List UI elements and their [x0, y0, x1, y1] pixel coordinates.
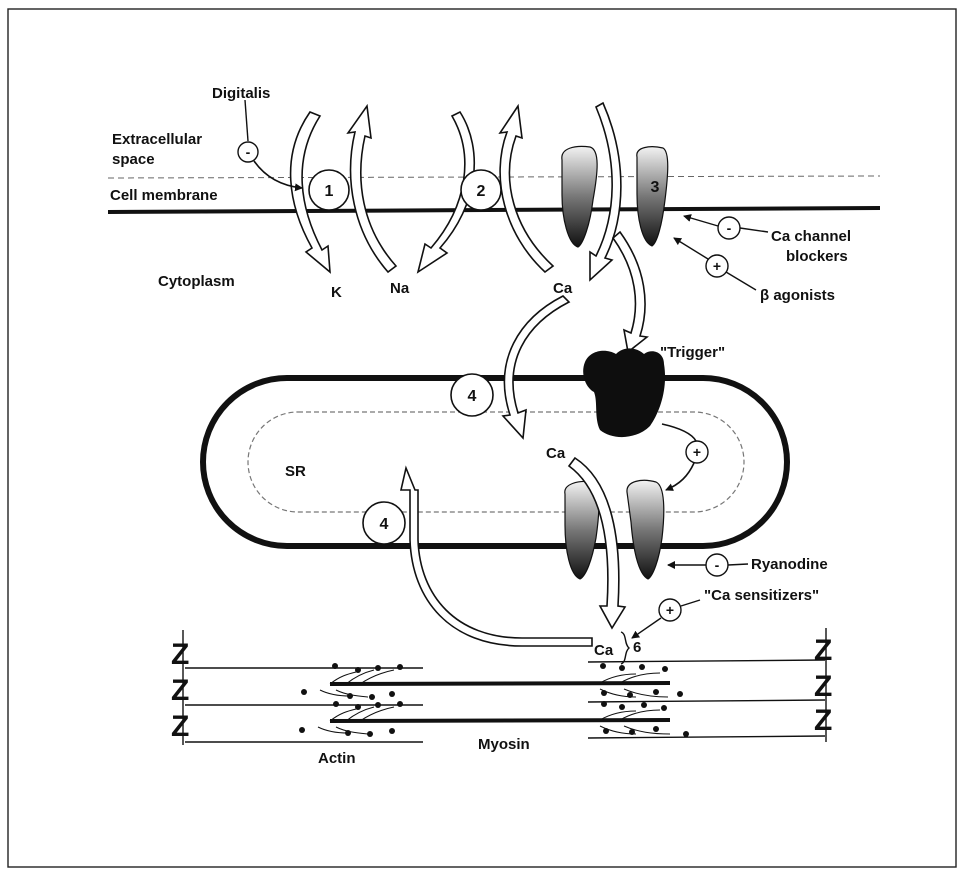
- ca-to-trigger-arrow: [613, 232, 647, 352]
- cytoplasm-label: Cytoplasm: [158, 273, 235, 290]
- extracellular-label: Extracellular: [112, 131, 202, 148]
- digitalis-label: Digitalis: [212, 85, 270, 102]
- ca-ion-myofilament-label: Ca: [594, 642, 614, 659]
- z-disc-left-2: Z: [171, 674, 189, 707]
- trigger-activate-arrow: [666, 463, 694, 490]
- ca-binding-brace: [621, 632, 629, 664]
- ca-sensitizer-arrow: [632, 618, 661, 638]
- sarcomere: [185, 660, 825, 742]
- digitalis-inhibit-sign: -: [238, 142, 258, 162]
- actin-label: Actin: [318, 750, 356, 767]
- ca-blocker-connector: [740, 228, 768, 232]
- z-disc-right-3: Z: [814, 704, 832, 737]
- ca-sensitizers-label: "Ca sensitizers": [704, 587, 819, 604]
- space-label: space: [112, 151, 155, 168]
- svg-text:-: -: [727, 220, 732, 236]
- myosin-label: Myosin: [478, 736, 530, 753]
- ca-ion-sr-label: Ca: [546, 445, 566, 462]
- ca-uptake-arrow: [503, 296, 569, 438]
- site-6-label: 6: [633, 639, 641, 656]
- serca-pump-lower: 4: [363, 502, 405, 544]
- svg-text:1: 1: [325, 183, 334, 200]
- z-disc-right-2: Z: [814, 670, 832, 703]
- trigger-receptor: [583, 348, 665, 437]
- beta-agonists-label: β agonists: [760, 287, 835, 304]
- ca-channel-number: 3: [651, 179, 660, 196]
- sr-label: SR: [285, 463, 306, 480]
- ca-ion-top-label: Ca: [553, 280, 573, 297]
- ca-efflux-arrow: [500, 106, 553, 272]
- svg-text:+: +: [666, 602, 674, 618]
- ca-channel-blockers-label-1: Ca channel: [771, 228, 851, 245]
- ca-sensitizer-sign: +: [659, 599, 681, 621]
- ca-recycle-arrow: [401, 468, 592, 646]
- na-ion-label: Na: [390, 280, 410, 297]
- beta-agonist-arrow: [674, 238, 708, 259]
- trigger-label: "Trigger": [660, 344, 725, 361]
- z-disc-right-1: Z: [814, 634, 832, 667]
- ryanodine-inhibit-sign: -: [706, 554, 728, 576]
- svg-text:4: 4: [380, 516, 389, 533]
- trigger-to-sign-line: [662, 424, 696, 441]
- svg-text:4: 4: [468, 388, 477, 405]
- beta-agonist-sign: +: [706, 255, 728, 277]
- ca-channel-blockers-label-2: blockers: [786, 248, 848, 265]
- na-influx-arrow: [348, 106, 396, 272]
- z-disc-left-3: Z: [171, 710, 189, 743]
- na-ca-exchanger: 2: [461, 170, 501, 210]
- serca-pump-upper: 4: [451, 374, 493, 416]
- svg-text:2: 2: [477, 183, 486, 200]
- z-disc-left-1: Z: [171, 638, 189, 671]
- svg-text:-: -: [246, 144, 251, 160]
- na-k-pump: 1: [309, 170, 349, 210]
- svg-text:+: +: [693, 444, 701, 460]
- beta-agonist-connector: [726, 272, 756, 290]
- svg-text:+: +: [713, 258, 721, 274]
- digitalis-pointer: [245, 100, 248, 141]
- ca-channel-blocker-sign: -: [718, 217, 740, 239]
- trigger-activate-sign: +: [686, 441, 708, 463]
- svg-text:-: -: [715, 557, 720, 573]
- ryanodine-connector: [728, 564, 748, 565]
- ca-blocker-arrow: [684, 216, 718, 226]
- ca-sensitizer-connector: [681, 600, 700, 606]
- ryanodine-label: Ryanodine: [751, 556, 828, 573]
- k-ion-label: K: [331, 284, 342, 301]
- cell-membrane-label: Cell membrane: [110, 187, 218, 204]
